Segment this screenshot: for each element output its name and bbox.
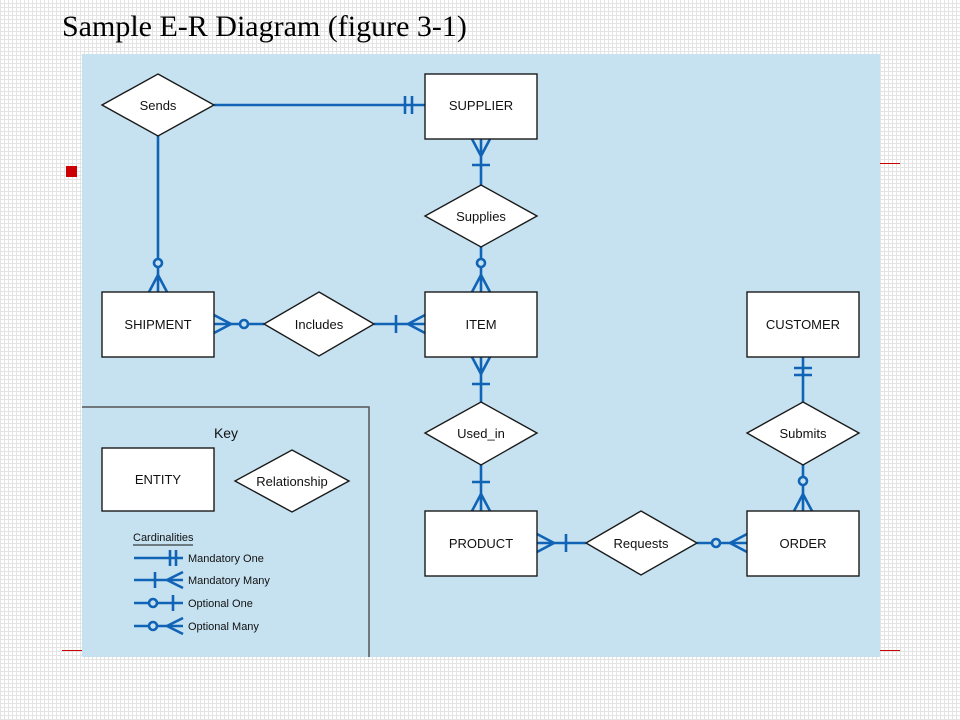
connector-used-in-product: [470, 465, 492, 512]
decorative-rule-bottom-right: [872, 650, 900, 651]
key-title: Key: [214, 425, 238, 441]
entity-customer-label: CUSTOMER: [766, 317, 840, 332]
connector-customer-submits: [794, 357, 812, 402]
relationship-used-in: Used_in: [423, 401, 539, 466]
cardinalities-title: Cardinalities: [133, 532, 194, 544]
key-mandatory-many: Mandatory Many: [134, 570, 270, 590]
entity-shipment: SHIPMENT: [101, 291, 215, 358]
optional-one-icon: [134, 595, 183, 611]
entity-order-label: ORDER: [780, 536, 827, 551]
relationship-submits: Submits: [745, 401, 861, 466]
connector-product-requests: [536, 532, 586, 554]
relationship-sends-label: Sends: [140, 98, 177, 113]
relationship-includes: Includes: [262, 291, 376, 357]
bullet-marker: [66, 166, 77, 177]
key-mandatory-one: Mandatory One: [134, 550, 264, 566]
relationship-connectors: [147, 96, 814, 554]
relationship-used-in-label: Used_in: [457, 426, 505, 441]
relationship-sends: Sends: [100, 73, 216, 137]
optional-many-label: Optional Many: [188, 621, 259, 633]
mandatory-one-icon: [134, 550, 183, 566]
connector-sends-shipment: [147, 136, 169, 293]
entities: SUPPLIER SHIPMENT ITEM CUSTOMER PRODUCT …: [101, 73, 860, 577]
relationships: Sends Supplies Includes Used_in Submits …: [100, 73, 861, 576]
key-legend: Key ENTITY Relationship Cardinalities Ma…: [82, 406, 370, 657]
key-border: [82, 406, 370, 657]
relationship-supplies: Supplies: [423, 184, 539, 248]
mandatory-many-icon: [134, 570, 184, 590]
connector-supplier-supplies: [470, 138, 492, 185]
entity-order: ORDER: [746, 510, 860, 577]
entity-supplier: SUPPLIER: [424, 73, 538, 140]
connector-supplies-item: [470, 247, 492, 293]
entity-product: PRODUCT: [424, 510, 538, 577]
key-optional-many: Optional Many: [134, 616, 259, 636]
entity-item: ITEM: [424, 291, 538, 358]
relationship-submits-label: Submits: [780, 426, 827, 441]
entity-product-label: PRODUCT: [449, 536, 513, 551]
slide-title: Sample E-R Diagram (figure 3-1): [62, 10, 467, 43]
entity-item-label: ITEM: [465, 317, 496, 332]
mandatory-one-label: Mandatory One: [188, 553, 264, 565]
optional-many-icon: [134, 616, 184, 636]
entity-shipment-label: SHIPMENT: [124, 317, 191, 332]
connector-shipment-includes: [213, 313, 264, 335]
key-relationship-sample: Relationship: [233, 449, 351, 513]
decorative-rule-bottom-left: [62, 650, 82, 651]
connector-item-used-in: [470, 356, 492, 402]
relationship-supplies-label: Supplies: [456, 209, 506, 224]
relationship-includes-label: Includes: [295, 317, 344, 332]
relationship-requests-label: Requests: [614, 536, 669, 551]
optional-one-label: Optional One: [188, 598, 253, 610]
connector-includes-item: [374, 313, 426, 335]
entity-customer: CUSTOMER: [746, 291, 860, 358]
relationship-requests: Requests: [584, 510, 699, 576]
connector-sends-supplier: [214, 96, 425, 114]
connector-submits-order: [792, 465, 814, 512]
key-entity-label: ENTITY: [135, 472, 182, 487]
mandatory-many-label: Mandatory Many: [188, 575, 270, 587]
connector-requests-order: [697, 532, 748, 554]
key-entity-sample: ENTITY: [101, 447, 215, 512]
entity-supplier-label: SUPPLIER: [449, 98, 513, 113]
decorative-rule-top: [872, 163, 900, 164]
key-relationship-label: Relationship: [256, 474, 328, 489]
key-optional-one: Optional One: [134, 595, 253, 611]
